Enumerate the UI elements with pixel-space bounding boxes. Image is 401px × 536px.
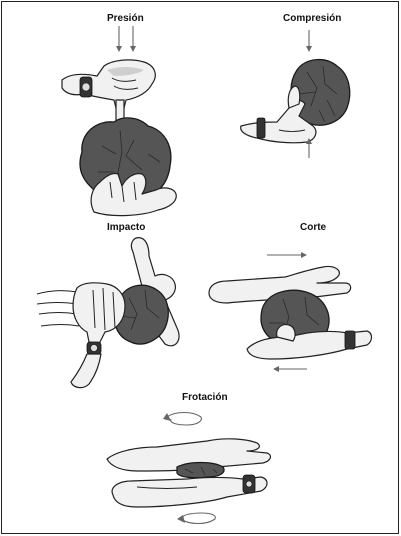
- label-corte: Corte: [300, 222, 326, 233]
- rotate-arrow-bottom-icon: [177, 513, 215, 524]
- presion-illustration: [52, 22, 202, 217]
- right-arrow-icon: [267, 252, 307, 258]
- down-arrow-icon: [306, 30, 312, 52]
- down-arrows-icon: [116, 26, 136, 52]
- corte-illustration: [207, 237, 377, 382]
- rotate-arrow-top-icon: [163, 413, 201, 426]
- label-frotacion: Frotación: [182, 392, 228, 403]
- frotacion-illustration: [97, 407, 282, 532]
- label-compresion: Compresión: [283, 13, 341, 24]
- left-arrow-icon: [273, 366, 307, 372]
- impacto-illustration: [37, 232, 197, 392]
- compresion-illustration: [227, 30, 377, 160]
